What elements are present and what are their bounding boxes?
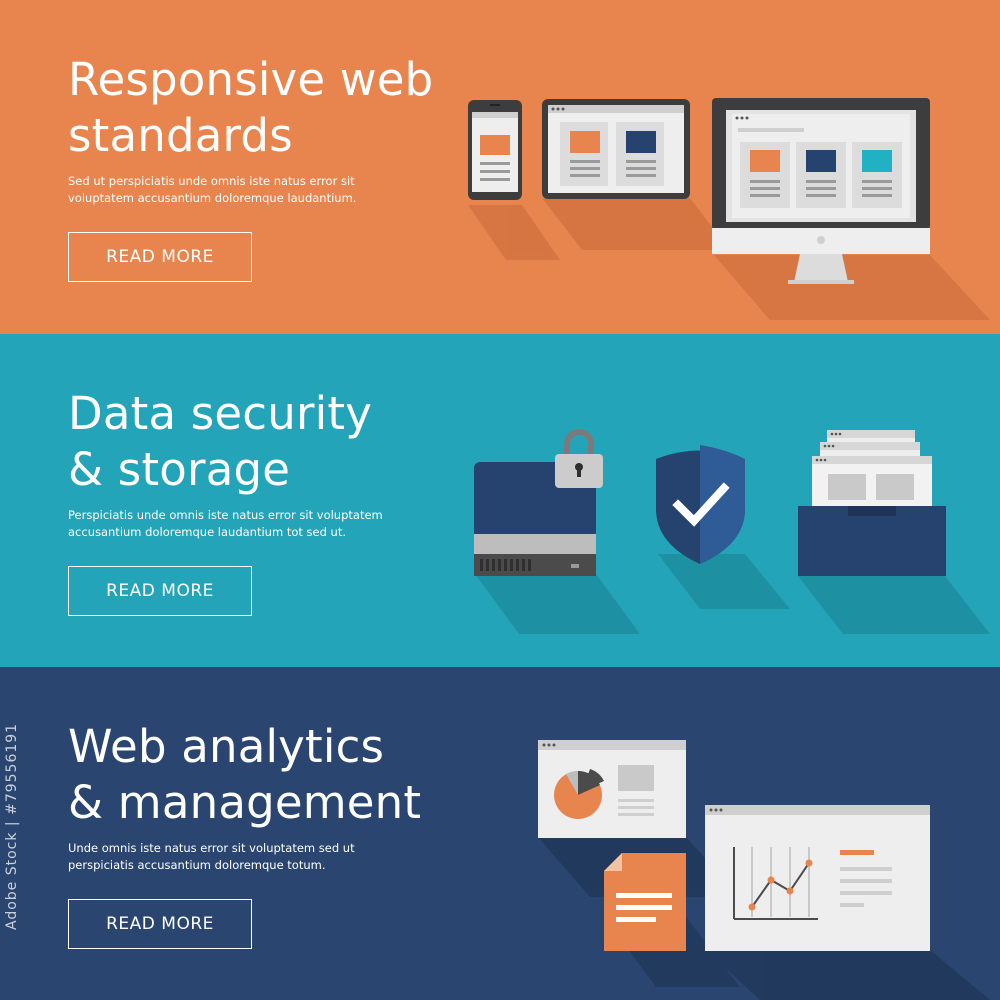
- read-more-button[interactable]: READ MORE: [68, 899, 252, 949]
- banner-title: Data security & storage: [68, 387, 373, 496]
- file-archive-icon: [798, 430, 946, 576]
- responsive-devices-illustration: [468, 98, 990, 320]
- banner-description: Perspiciatis unde omnis iste natus error…: [68, 508, 383, 539]
- banner-description: Sed ut perspiciatis unde omnis iste natu…: [68, 174, 357, 205]
- document-icon: [604, 853, 686, 951]
- read-more-button[interactable]: READ MORE: [68, 232, 252, 282]
- smartphone-icon: [468, 100, 522, 200]
- tablet-icon: [542, 99, 690, 199]
- banner-responsive-web: Responsive web standards Sed ut perspici…: [0, 0, 1000, 334]
- line-chart-window-icon: [705, 805, 930, 951]
- banner-description: Unde omnis iste natus error sit voluptat…: [68, 841, 355, 872]
- banner-title: Web analytics & management: [68, 720, 422, 829]
- read-more-button[interactable]: READ MORE: [68, 566, 252, 616]
- banner-data-security: Data security & storage Perspiciatis und…: [0, 334, 1000, 667]
- pie-chart-window-icon: [538, 740, 686, 838]
- banner-web-analytics: Web analytics & management Unde omnis is…: [0, 667, 1000, 1000]
- shield-check-icon: [656, 445, 745, 564]
- data-security-illustration: [474, 429, 990, 634]
- padlock-icon: [555, 429, 603, 488]
- web-analytics-illustration: [538, 740, 990, 1000]
- banner-title: Responsive web standards: [68, 53, 434, 162]
- desktop-monitor-icon: [712, 98, 930, 284]
- watermark-side-text: Adobe Stock | #79556191: [4, 722, 20, 930]
